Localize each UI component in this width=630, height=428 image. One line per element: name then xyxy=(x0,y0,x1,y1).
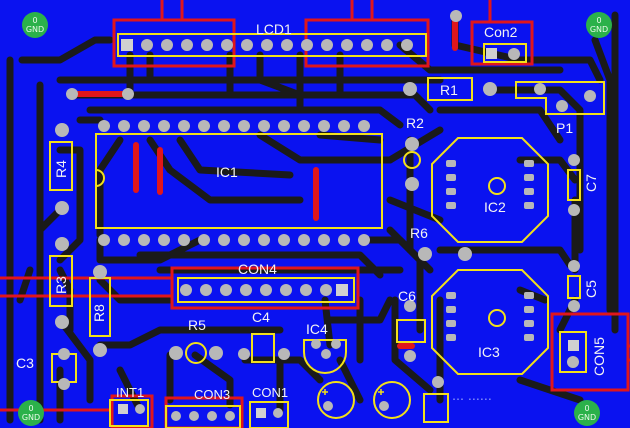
label-r2: R2 xyxy=(406,115,424,131)
traces xyxy=(6,11,619,424)
label-con4: CON4 xyxy=(238,261,277,277)
label-p1: P1 xyxy=(556,120,574,136)
label-c6: C6 xyxy=(398,288,416,304)
label-lcd1: LCD1 xyxy=(256,21,292,37)
watermark: … …… xyxy=(452,389,492,403)
label-con3: CON3 xyxy=(194,387,231,402)
label-r3: R3 xyxy=(53,276,69,294)
pads xyxy=(55,10,596,421)
label-r6: R6 xyxy=(410,225,428,241)
label-r5: R5 xyxy=(188,317,206,333)
label-c4: C4 xyxy=(252,309,270,325)
label-r4: R4 xyxy=(53,160,69,178)
label-ic2: IC2 xyxy=(484,199,506,215)
label-ic4: IC4 xyxy=(306,321,328,337)
label-r8: R8 xyxy=(91,304,107,322)
jumpers xyxy=(69,17,458,349)
label-con1: CON1 xyxy=(252,385,289,400)
label-c3: C3 xyxy=(16,355,34,371)
label-con5: CON5 xyxy=(591,337,607,376)
label-c5: C5 xyxy=(583,280,599,298)
silkscreen xyxy=(49,33,605,428)
label-con2: Con2 xyxy=(484,24,518,40)
label-ic3: IC3 xyxy=(478,344,500,360)
label-ic1: IC1 xyxy=(216,164,238,180)
label-c7: C7 xyxy=(583,174,599,192)
label-int1: INT1 xyxy=(116,385,145,400)
label-r1: R1 xyxy=(440,82,458,98)
